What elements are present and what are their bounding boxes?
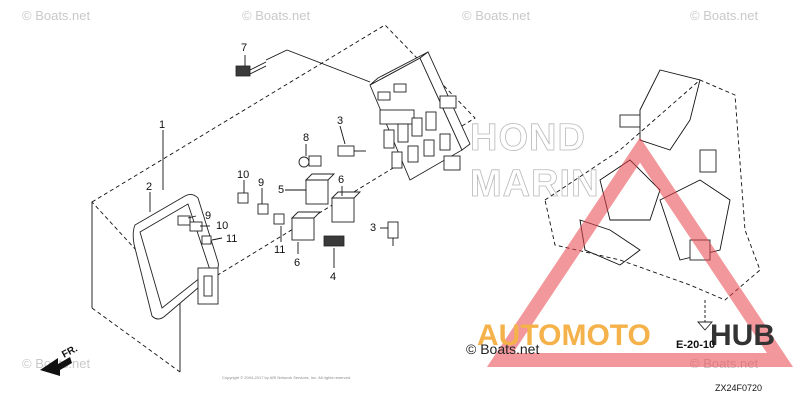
callout-3-upper: 3 <box>337 115 343 127</box>
direction-arrow-icon <box>40 357 72 376</box>
bottom-boats-watermark: © Boats.net <box>466 341 539 357</box>
callout-8: 8 <box>303 132 309 144</box>
watermark-top-left: © Boats.net <box>22 8 91 23</box>
assembly-box-edge <box>91 307 181 373</box>
fuse-box-body <box>369 51 471 181</box>
svg-text:MARIN: MARIN <box>470 163 600 205</box>
assembly-box-dashed <box>91 24 476 299</box>
diagram-code: ZX24F0720 <box>715 383 762 393</box>
reference-label: E-20-10 <box>676 339 715 351</box>
callout-6-upper: 6 <box>338 174 344 186</box>
callout-9-upper: 9 <box>258 177 264 189</box>
triangle-logo-icon <box>486 137 794 367</box>
callout-11-lower: 11 <box>274 244 285 256</box>
watermark-top-right: © Boats.net <box>690 8 759 23</box>
fuse-part-3-upper <box>337 145 366 157</box>
callout-2: 2 <box>146 181 152 193</box>
callout-4: 4 <box>330 271 336 283</box>
callout-5: 5 <box>278 184 284 196</box>
callout-7: 7 <box>241 42 247 54</box>
callout-10-cover: 10 <box>216 220 228 232</box>
watermark-top-3: © Boats.net <box>462 8 531 23</box>
mini-fuses <box>237 192 285 225</box>
callout-labels: 1 2 3 3 4 5 6 6 7 8 9 9 10 10 11 11 <box>146 42 376 283</box>
automotohub-watermark: AUTOMOTO HUB <box>477 137 794 367</box>
callout-3-lower: 3 <box>370 222 376 234</box>
fuse-part-3-lower <box>387 221 399 246</box>
diode-part-4 <box>323 235 345 247</box>
watermark-top-2: © Boats.net <box>242 8 311 23</box>
relay-part-6-lower <box>290 211 322 241</box>
callout-1: 1 <box>159 119 165 131</box>
relay-part-6-upper <box>330 191 362 223</box>
callout-11-cover: 11 <box>226 233 237 245</box>
callout-6-lower: 6 <box>294 257 300 269</box>
boats-net-watermark: © Boats.net <box>466 341 539 357</box>
spare-fuses-on-cover <box>177 215 212 245</box>
brand-outline-watermark: HOND MARIN <box>470 117 600 206</box>
callout-10-upper: 10 <box>237 169 249 181</box>
fuse-part-8 <box>298 155 322 168</box>
corner-watermarks: © Boats.net © Boats.net © Boats.net © Bo… <box>22 8 759 371</box>
svg-text:HOND: HOND <box>470 117 586 159</box>
brand-hub: HUB <box>710 319 775 352</box>
relay-part-5 <box>304 173 336 205</box>
callout-9-cover: 9 <box>205 210 211 222</box>
leader-lines <box>149 49 388 268</box>
brand-automoto: AUTOMOTO <box>477 319 651 352</box>
bolt-part-7 <box>235 61 267 77</box>
copyright-text: Copyright © 2004-2017 by ARI Network Ser… <box>222 375 351 380</box>
